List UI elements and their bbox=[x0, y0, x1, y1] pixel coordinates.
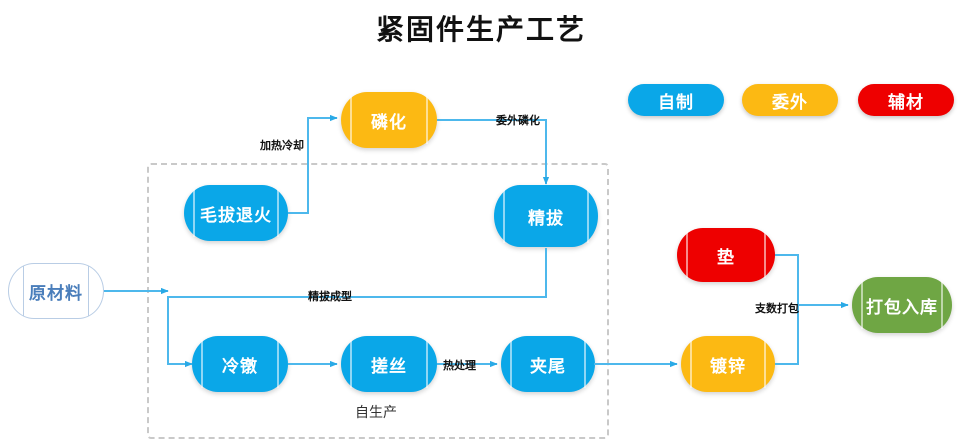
edge-label-heat-cool: 加热冷却 bbox=[260, 139, 304, 152]
node-thread-rolling[interactable]: 搓丝 bbox=[341, 336, 437, 392]
edge-washer-to-junction bbox=[775, 254, 799, 305]
node-galvanizing[interactable]: 镀锌 bbox=[681, 336, 775, 392]
legend-auxiliary-material-label: 辅材 bbox=[888, 92, 924, 113]
node-thread-rolling-label: 搓丝 bbox=[371, 356, 407, 377]
edge-label-heat-treatment: 热处理 bbox=[443, 359, 476, 372]
group-self-production bbox=[147, 163, 609, 439]
node-washer-label: 垫 bbox=[717, 247, 735, 268]
page-title: 紧固件生产工艺 bbox=[375, 13, 586, 46]
legend-self-made-label: 自制 bbox=[658, 92, 694, 113]
group-self-production-label: 自生产 bbox=[355, 405, 397, 421]
node-cold-heading[interactable]: 冷镦 bbox=[192, 336, 288, 392]
node-rough-draw-anneal[interactable]: 毛拔退火 bbox=[184, 185, 288, 241]
node-fine-draw-label: 精拔 bbox=[528, 208, 564, 229]
node-tail-clamp-label: 夹尾 bbox=[530, 356, 566, 377]
edge-label-count-packing: 支数打包 bbox=[755, 302, 799, 315]
node-washer[interactable]: 垫 bbox=[677, 228, 775, 282]
edge-label-outsourced-phosphating: 委外磷化 bbox=[496, 114, 540, 127]
node-tail-clamp[interactable]: 夹尾 bbox=[501, 336, 595, 392]
node-rough-draw-anneal-label: 毛拔退火 bbox=[200, 205, 272, 226]
legend-auxiliary-material[interactable]: 辅材 bbox=[858, 84, 954, 116]
legend-self-made[interactable]: 自制 bbox=[628, 84, 724, 116]
node-packing-warehouse-label: 打包入库 bbox=[866, 297, 938, 318]
edge-label-fine-draw-forming: 精拔成型 bbox=[308, 290, 352, 303]
legend-outsourced[interactable]: 委外 bbox=[742, 84, 838, 116]
node-phosphating-label: 磷化 bbox=[371, 112, 407, 133]
node-fine-draw[interactable]: 精拔 bbox=[494, 185, 598, 247]
legend-outsourced-label: 委外 bbox=[772, 92, 808, 113]
node-raw-material-label: 原材料 bbox=[29, 283, 83, 304]
node-packing-warehouse[interactable]: 打包入库 bbox=[852, 277, 952, 333]
node-cold-heading-label: 冷镦 bbox=[222, 356, 258, 377]
node-phosphating[interactable]: 磷化 bbox=[341, 92, 437, 148]
node-galvanizing-label: 镀锌 bbox=[710, 356, 746, 377]
node-raw-material[interactable]: 原材料 bbox=[8, 263, 104, 319]
